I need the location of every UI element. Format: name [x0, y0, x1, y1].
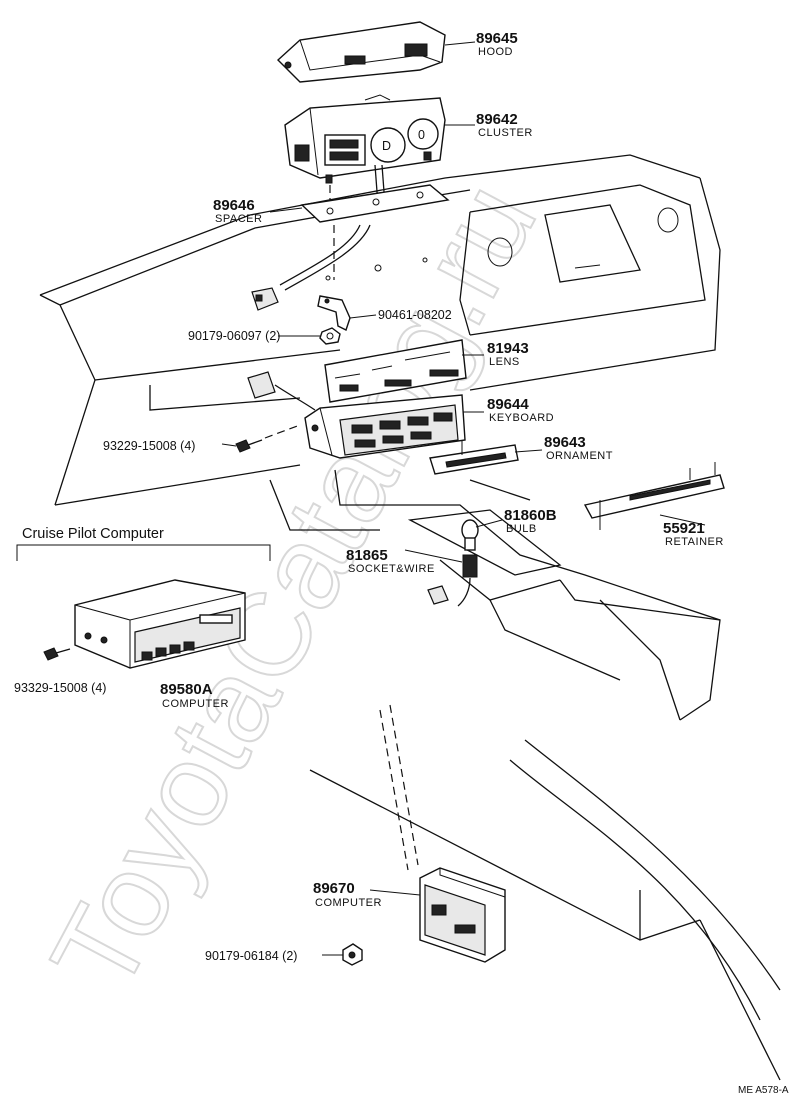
- spacer-part: [300, 184, 450, 223]
- svg-text:89644: 89644: [487, 396, 529, 413]
- figure-reference: ME A578-A: [738, 1085, 789, 1096]
- lens-part: [324, 339, 467, 403]
- socket-part: [427, 554, 478, 607]
- svg-text:89643: 89643: [544, 434, 586, 451]
- svg-text:89646: 89646: [213, 197, 255, 214]
- svg-text:90461-08202: 90461-08202: [378, 308, 452, 322]
- callout-retainer: 55921 RETAINER: [663, 520, 724, 548]
- callout-keyboard: 89644 KEYBOARD: [487, 396, 554, 424]
- floor-outline: [309, 704, 781, 1081]
- svg-text:BULB: BULB: [506, 523, 537, 535]
- svg-text:55921: 55921: [663, 520, 705, 537]
- svg-text:COMPUTER: COMPUTER: [315, 897, 382, 909]
- svg-text:HOOD: HOOD: [478, 46, 513, 58]
- callout-cluster: 89642 CLUSTER: [476, 111, 533, 139]
- callout-spacer: 89646 SPACER: [213, 197, 262, 225]
- bracket-part: [317, 295, 351, 331]
- panel-screw-part: [235, 424, 301, 453]
- svg-text:90179-06184 (2): 90179-06184 (2): [205, 949, 297, 963]
- callout-computer-nut: 90179-06184 (2): [205, 949, 297, 963]
- computer-nut-part: [342, 943, 363, 966]
- ornament-part: [429, 444, 519, 475]
- svg-text:SOCKET&WIRE: SOCKET&WIRE: [348, 563, 435, 575]
- callout-hood: 89645 HOOD: [476, 30, 518, 58]
- keyboard-part: [304, 394, 466, 459]
- cruise-pilot-section: Cruise Pilot Computer: [16, 526, 271, 561]
- svg-text:RETAINER: RETAINER: [665, 536, 724, 548]
- svg-text:0: 0: [418, 128, 425, 142]
- svg-text:COMPUTER: COMPUTER: [162, 698, 229, 710]
- svg-text:LENS: LENS: [489, 356, 520, 368]
- callout-bulb: 81860B BULB: [504, 507, 557, 535]
- callout-computer-screw: 93329-15008 (4): [14, 681, 106, 695]
- pilot-computer-part: [74, 579, 246, 669]
- callout-lens: 81943 LENS: [487, 340, 529, 368]
- svg-text:KEYBOARD: KEYBOARD: [489, 412, 554, 424]
- wire-harness: [251, 224, 371, 311]
- retainer-part: [583, 462, 725, 530]
- svg-text:90179-06097 (2): 90179-06097 (2): [188, 329, 280, 343]
- bulb-part: [461, 519, 479, 551]
- callout-pilot-computer: 89580A COMPUTER: [160, 681, 229, 710]
- svg-text:89645: 89645: [476, 30, 518, 47]
- svg-text:81865: 81865: [346, 547, 388, 564]
- svg-text:93229-15008 (4): 93229-15008 (4): [103, 439, 195, 453]
- callout-ornament: 89643 ORNAMENT: [544, 434, 613, 462]
- panel-connector: [247, 371, 316, 411]
- callout-socket: 81865 SOCKET&WIRE: [346, 547, 435, 575]
- svg-text:89642: 89642: [476, 111, 518, 128]
- cluster-part: D 0: [284, 94, 446, 184]
- computer-screw-part: [43, 647, 71, 661]
- svg-text:81943: 81943: [487, 340, 529, 357]
- callout-nut: 90179-06097 (2): [188, 329, 280, 343]
- section-title: Cruise Pilot Computer: [22, 526, 164, 542]
- callout-bracket: 90461-08202: [378, 308, 452, 322]
- svg-text:ORNAMENT: ORNAMENT: [546, 450, 613, 462]
- computer-part: [419, 867, 506, 963]
- callout-computer: 89670 COMPUTER: [313, 880, 382, 909]
- svg-text:81860B: 81860B: [504, 507, 557, 524]
- svg-text:89670: 89670: [313, 880, 355, 897]
- svg-text:D: D: [382, 139, 391, 153]
- leader-lines: [221, 41, 706, 956]
- svg-text:SPACER: SPACER: [215, 213, 262, 225]
- hood-part: [276, 21, 446, 83]
- nut-part: [319, 327, 341, 345]
- svg-text:CLUSTER: CLUSTER: [478, 127, 533, 139]
- callout-panel-screw: 93229-15008 (4): [103, 439, 195, 453]
- svg-text:93329-15008 (4): 93329-15008 (4): [14, 681, 106, 695]
- svg-text:89580A: 89580A: [160, 681, 213, 698]
